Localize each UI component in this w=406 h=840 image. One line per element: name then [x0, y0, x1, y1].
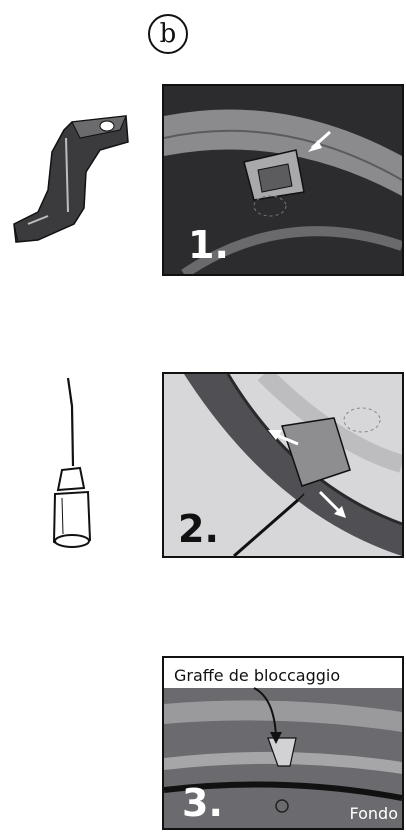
step-3-number: 3. [182, 781, 223, 825]
step-1-panel: 1. [162, 84, 404, 276]
bracket-clip-icon [8, 112, 132, 246]
step-2-panel: 2. [162, 372, 404, 558]
bottom-label: Fondo [349, 804, 398, 823]
section-label: b [148, 14, 188, 54]
locking-clips-callout: Graffe de bloccaggio [174, 666, 341, 685]
section-letter: b [159, 19, 177, 49]
step-2-number: 2. [178, 507, 219, 551]
step-3-panel: Graffe de bloccaggio 3. Fondo [162, 656, 404, 830]
screwdriver-icon [44, 376, 100, 552]
step-1-number: 1. [188, 223, 229, 267]
